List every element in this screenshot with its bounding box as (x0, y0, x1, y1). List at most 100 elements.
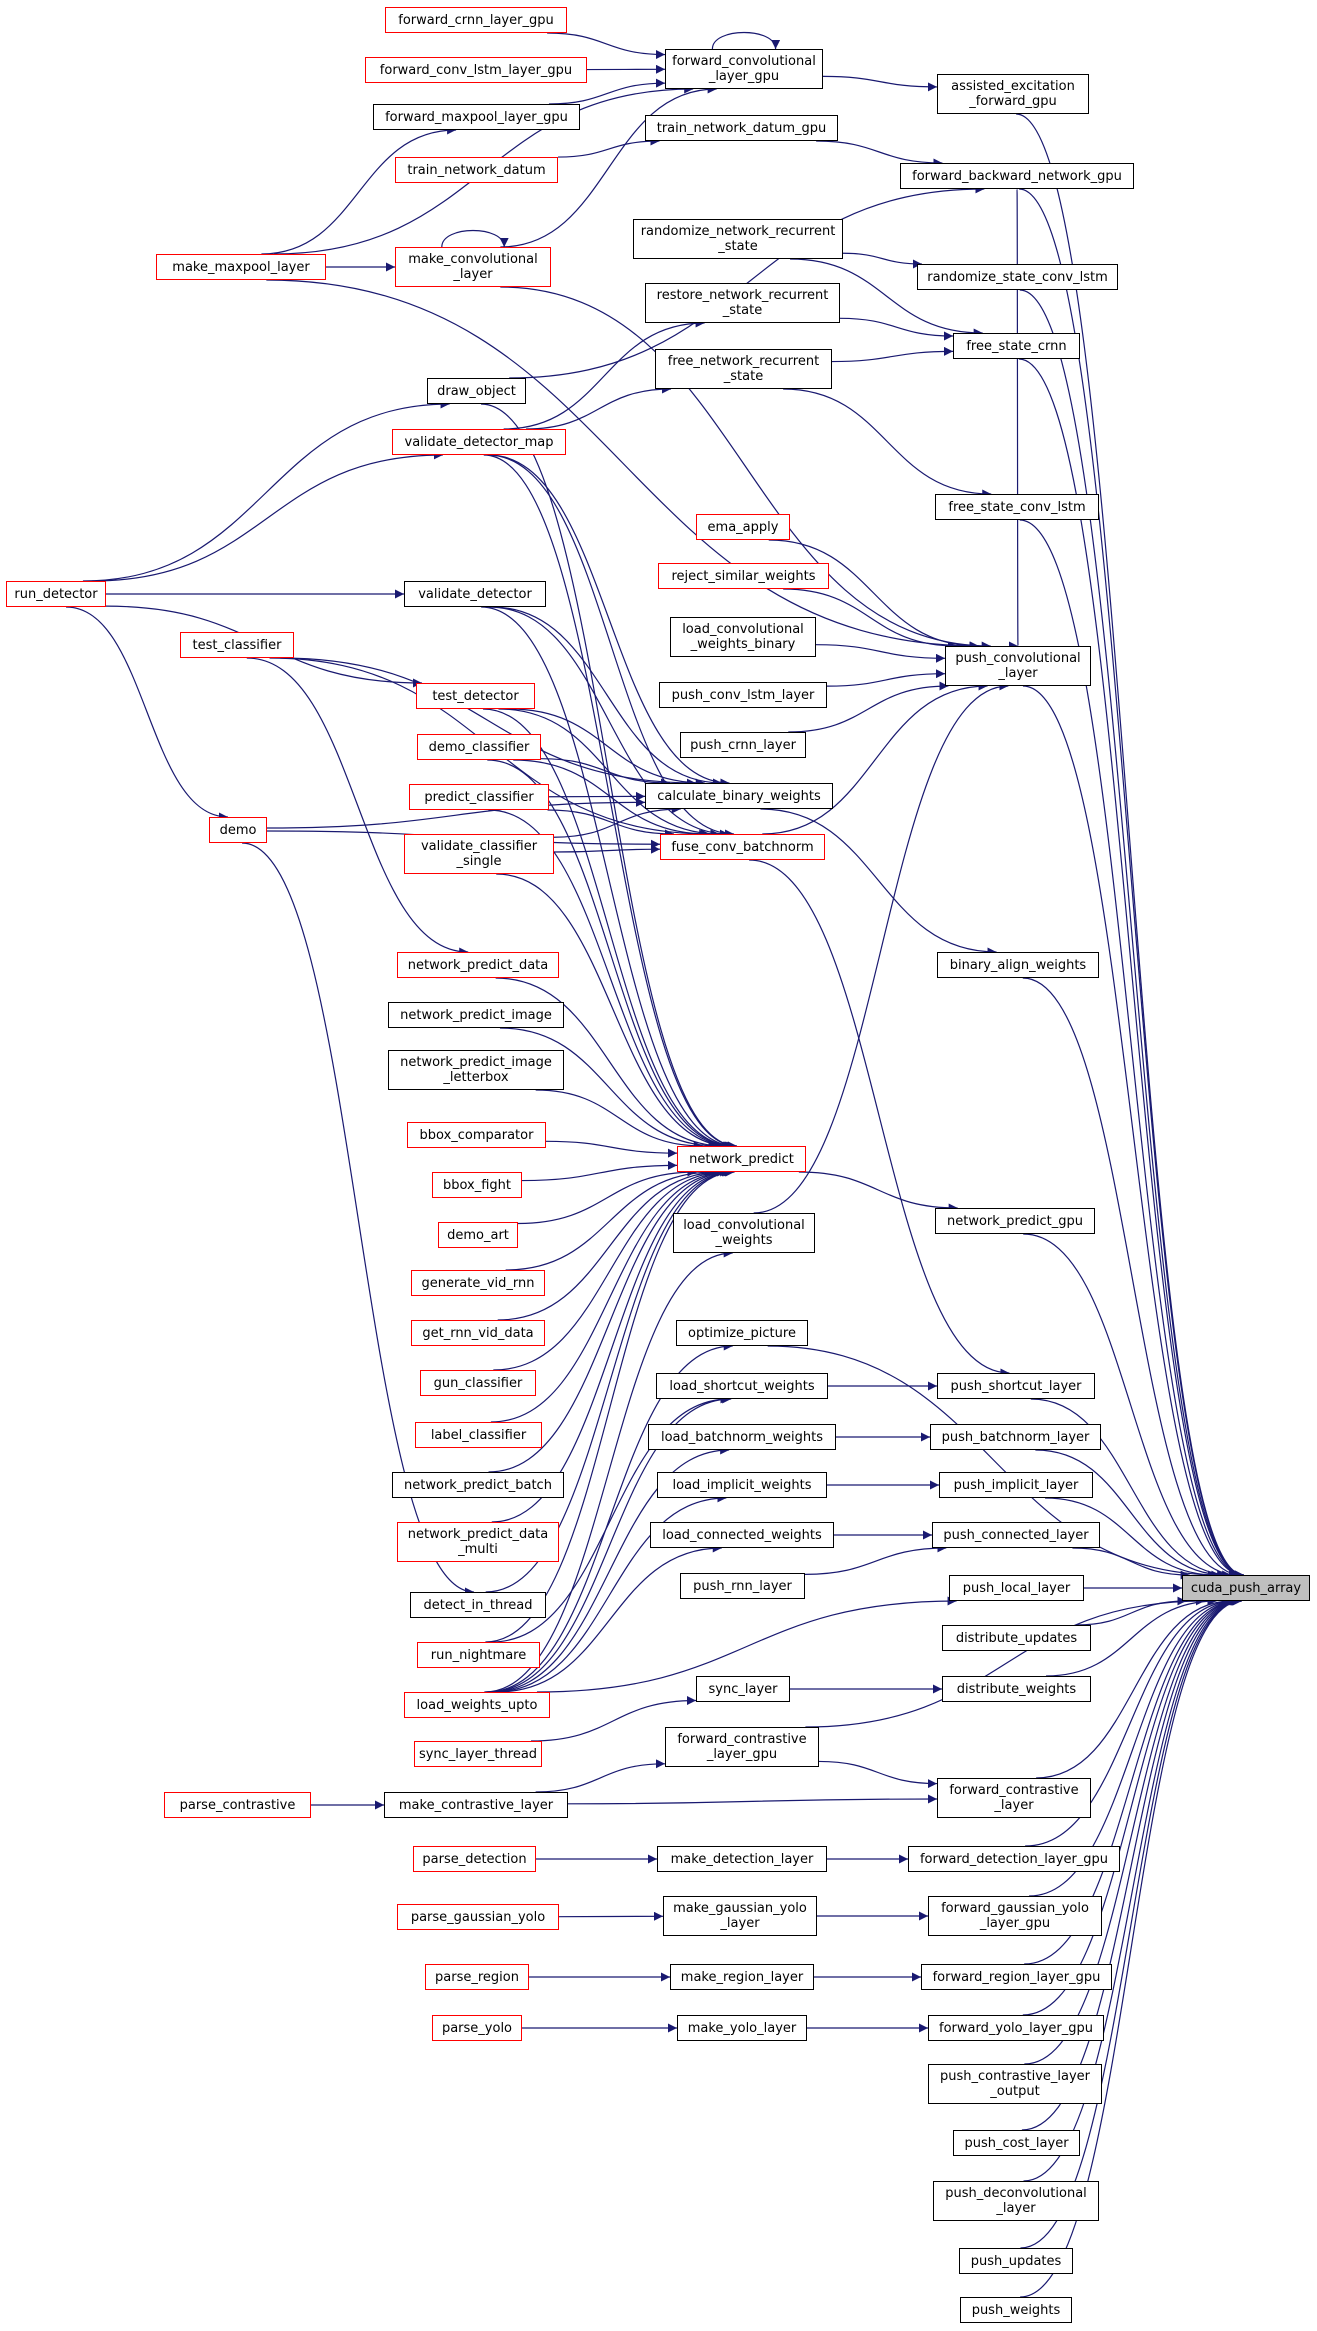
node-push-rnn-layer[interactable]: push_rnn_layer (680, 1573, 805, 1599)
node-distribute-updates[interactable]: distribute_updates (942, 1625, 1091, 1651)
node-parse-region[interactable]: parse_region (425, 1964, 529, 1990)
edge-predict_classifier-to-fuse_conv_batchnorm (547, 809, 674, 839)
node-forward-convolutional-layer-gpu[interactable]: forward_convolutional _layer_gpu (665, 49, 823, 89)
node-forward-backward-network-gpu[interactable]: forward_backward_network_gpu (900, 163, 1134, 189)
node-forward-detection-layer-gpu[interactable]: forward_detection_layer_gpu (908, 1846, 1120, 1872)
node-predict-classifier[interactable]: predict_classifier (409, 784, 549, 810)
node-validate-detector[interactable]: validate_detector (404, 581, 546, 607)
edge-bbox_fight-to-network_predict (521, 1160, 678, 1182)
node-forward-yolo-layer-gpu[interactable]: forward_yolo_layer_gpu (928, 2015, 1104, 2041)
node-run-detector[interactable]: run_detector (6, 581, 106, 607)
node-restore-network-recurrent-state[interactable]: restore_network_recurrent _state (645, 283, 840, 323)
node-randomize-state-conv-lstm[interactable]: randomize_state_conv_lstm (917, 264, 1118, 290)
node-parse-gaussian-yolo[interactable]: parse_gaussian_yolo (397, 1904, 559, 1930)
node-ema-apply[interactable]: ema_apply (696, 514, 790, 540)
node-parse-detection[interactable]: parse_detection (413, 1846, 536, 1872)
node-demo-art[interactable]: demo_art (438, 1222, 518, 1248)
node-calculate-binary-weights[interactable]: calculate_binary_weights (645, 783, 833, 809)
node-push-shortcut-layer[interactable]: push_shortcut_layer (937, 1373, 1095, 1399)
node-draw-object[interactable]: draw_object (427, 378, 526, 404)
edge-push_crnn_layer-to-push_convolutional_layer (788, 681, 949, 733)
node-parse-yolo[interactable]: parse_yolo (432, 2015, 522, 2041)
node-load-batchnorm-weights[interactable]: load_batchnorm_weights (648, 1424, 836, 1450)
node-bbox-fight[interactable]: bbox_fight (432, 1172, 522, 1198)
node-demo[interactable]: demo (209, 817, 267, 843)
node-forward-crnn-layer-gpu[interactable]: forward_crnn_layer_gpu (385, 7, 567, 33)
node-train-network-datum-gpu[interactable]: train_network_datum_gpu (645, 115, 838, 141)
node-load-implicit-weights[interactable]: load_implicit_weights (657, 1472, 827, 1498)
node-binary-align-weights[interactable]: binary_align_weights (937, 952, 1099, 978)
node-free-state-crnn[interactable]: free_state_crnn (953, 333, 1080, 359)
node-forward-region-layer-gpu[interactable]: forward_region_layer_gpu (921, 1964, 1112, 1990)
edge-validate_detector_map-to-calculate_binary_weights (488, 454, 730, 788)
node-push-convolutional-layer[interactable]: push_convolutional _layer (945, 646, 1091, 686)
node-make-convolutional-layer[interactable]: make_convolutional _layer (395, 247, 551, 287)
node-forward-contrastive-layer[interactable]: forward_contrastive _layer (937, 1778, 1091, 1818)
node-push-cost-layer[interactable]: push_cost_layer (953, 2130, 1080, 2156)
edge-test_detector-to-calculate_binary_weights (509, 708, 705, 788)
node-free-network-recurrent-state[interactable]: free_network_recurrent _state (655, 349, 832, 389)
node-label-classifier[interactable]: label_classifier (415, 1422, 542, 1448)
node-validate-classifier-single[interactable]: validate_classifier _single (404, 834, 554, 874)
node-forward-conv-lstm-layer-gpu[interactable]: forward_conv_lstm_layer_gpu (365, 57, 587, 83)
node-free-state-conv-lstm[interactable]: free_state_conv_lstm (935, 494, 1099, 520)
node-distribute-weights[interactable]: distribute_weights (942, 1676, 1091, 1702)
node-train-network-datum[interactable]: train_network_datum (395, 157, 558, 183)
node-optimize-picture[interactable]: optimize_picture (676, 1320, 808, 1346)
node-push-connected-layer[interactable]: push_connected_layer (932, 1522, 1100, 1548)
node-push-contrastive-layer-output[interactable]: push_contrastive_layer _output (928, 2064, 1102, 2104)
node-push-local-layer[interactable]: push_local_layer (949, 1575, 1084, 1601)
node-network-predict-data-multi[interactable]: network_predict_data _multi (397, 1522, 559, 1562)
node-network-predict-image[interactable]: network_predict_image (388, 1002, 564, 1028)
node-demo-classifier[interactable]: demo_classifier (417, 734, 541, 760)
node-randomize-network-recurrent-state[interactable]: randomize_network_recurrent _state (633, 219, 843, 259)
node-fuse-conv-batchnorm[interactable]: fuse_conv_batchnorm (660, 834, 825, 860)
node-make-detection-layer[interactable]: make_detection_layer (657, 1846, 827, 1872)
node-network-predict-data[interactable]: network_predict_data (397, 952, 559, 978)
node-push-implicit-layer[interactable]: push_implicit_layer (939, 1472, 1093, 1498)
node-network-predict-image-letterbox[interactable]: network_predict_image _letterbox (388, 1050, 564, 1090)
node-push-batchnorm-layer[interactable]: push_batchnorm_layer (930, 1424, 1101, 1450)
node-load-shortcut-weights[interactable]: load_shortcut_weights (656, 1373, 828, 1399)
node-forward-contrastive-layer-gpu[interactable]: forward_contrastive _layer_gpu (665, 1727, 819, 1767)
node-push-crnn-layer[interactable]: push_crnn_layer (680, 732, 806, 758)
edge-push_shortcut_layer-to-cuda_push_array (1030, 1398, 1232, 1580)
node-forward-maxpool-layer-gpu[interactable]: forward_maxpool_layer_gpu (373, 104, 580, 130)
node-gun-classifier[interactable]: gun_classifier (420, 1370, 536, 1396)
node-sync-layer-thread[interactable]: sync_layer_thread (414, 1741, 542, 1767)
node-network-predict-gpu[interactable]: network_predict_gpu (935, 1208, 1095, 1234)
node-test-detector[interactable]: test_detector (416, 683, 535, 709)
node-make-maxpool-layer[interactable]: make_maxpool_layer (156, 254, 326, 280)
node-load-convolutional-weights-binary[interactable]: load_convolutional _weights_binary (670, 617, 816, 657)
node-network-predict[interactable]: network_predict (677, 1146, 806, 1172)
node-get-rnn-vid-data[interactable]: get_rnn_vid_data (411, 1320, 545, 1346)
node-make-contrastive-layer[interactable]: make_contrastive_layer (384, 1792, 568, 1818)
node-push-weights[interactable]: push_weights (960, 2297, 1072, 2323)
node-test-classifier[interactable]: test_classifier (180, 632, 294, 658)
node-generate-vid-rnn[interactable]: generate_vid_rnn (411, 1270, 545, 1296)
edge-forward_contrastive_layer_gpu-to-cuda_push_array (805, 1596, 1205, 1728)
node-load-convolutional-weights[interactable]: load_convolutional _weights (673, 1213, 815, 1253)
node-sync-layer[interactable]: sync_layer (696, 1676, 790, 1702)
node-push-deconvolutional-layer[interactable]: push_deconvolutional _layer (933, 2181, 1099, 2221)
node-push-conv-lstm-layer[interactable]: push_conv_lstm_layer (659, 682, 827, 708)
node-parse-contrastive[interactable]: parse_contrastive (164, 1792, 311, 1818)
node-reject-similar-weights[interactable]: reject_similar_weights (658, 563, 829, 589)
node-push-updates[interactable]: push_updates (959, 2248, 1073, 2274)
node-assisted-excitation-forward-gpu[interactable]: assisted_excitation _forward_gpu (937, 74, 1089, 114)
edge-forward_region_layer_gpu-to-cuda_push_array (1024, 1596, 1239, 1965)
node-make-gaussian-yolo-layer[interactable]: make_gaussian_yolo _layer (663, 1896, 817, 1936)
node-make-region-layer[interactable]: make_region_layer (670, 1964, 814, 1990)
edge-make_convolutional_layer-to-make_convolutional_layer (441, 230, 509, 248)
node-bbox-comparator[interactable]: bbox_comparator (407, 1122, 546, 1148)
node-load-weights-upto[interactable]: load_weights_upto (404, 1692, 550, 1718)
node-run-nightmare[interactable]: run_nightmare (417, 1642, 540, 1668)
node-forward-gaussian-yolo-layer-gpu[interactable]: forward_gaussian_yolo _layer_gpu (928, 1896, 1102, 1936)
edge-make_contrastive_layer-to-forward_contrastive_layer (567, 1794, 938, 1805)
node-detect-in-thread[interactable]: detect_in_thread (410, 1592, 546, 1618)
node-make-yolo-layer[interactable]: make_yolo_layer (677, 2015, 807, 2041)
edge-demo_classifier-to-network_predict (487, 759, 734, 1151)
node-load-connected-weights[interactable]: load_connected_weights (650, 1522, 834, 1548)
node-network-predict-batch[interactable]: network_predict_batch (392, 1472, 564, 1498)
node-validate-detector-map[interactable]: validate_detector_map (392, 429, 566, 455)
